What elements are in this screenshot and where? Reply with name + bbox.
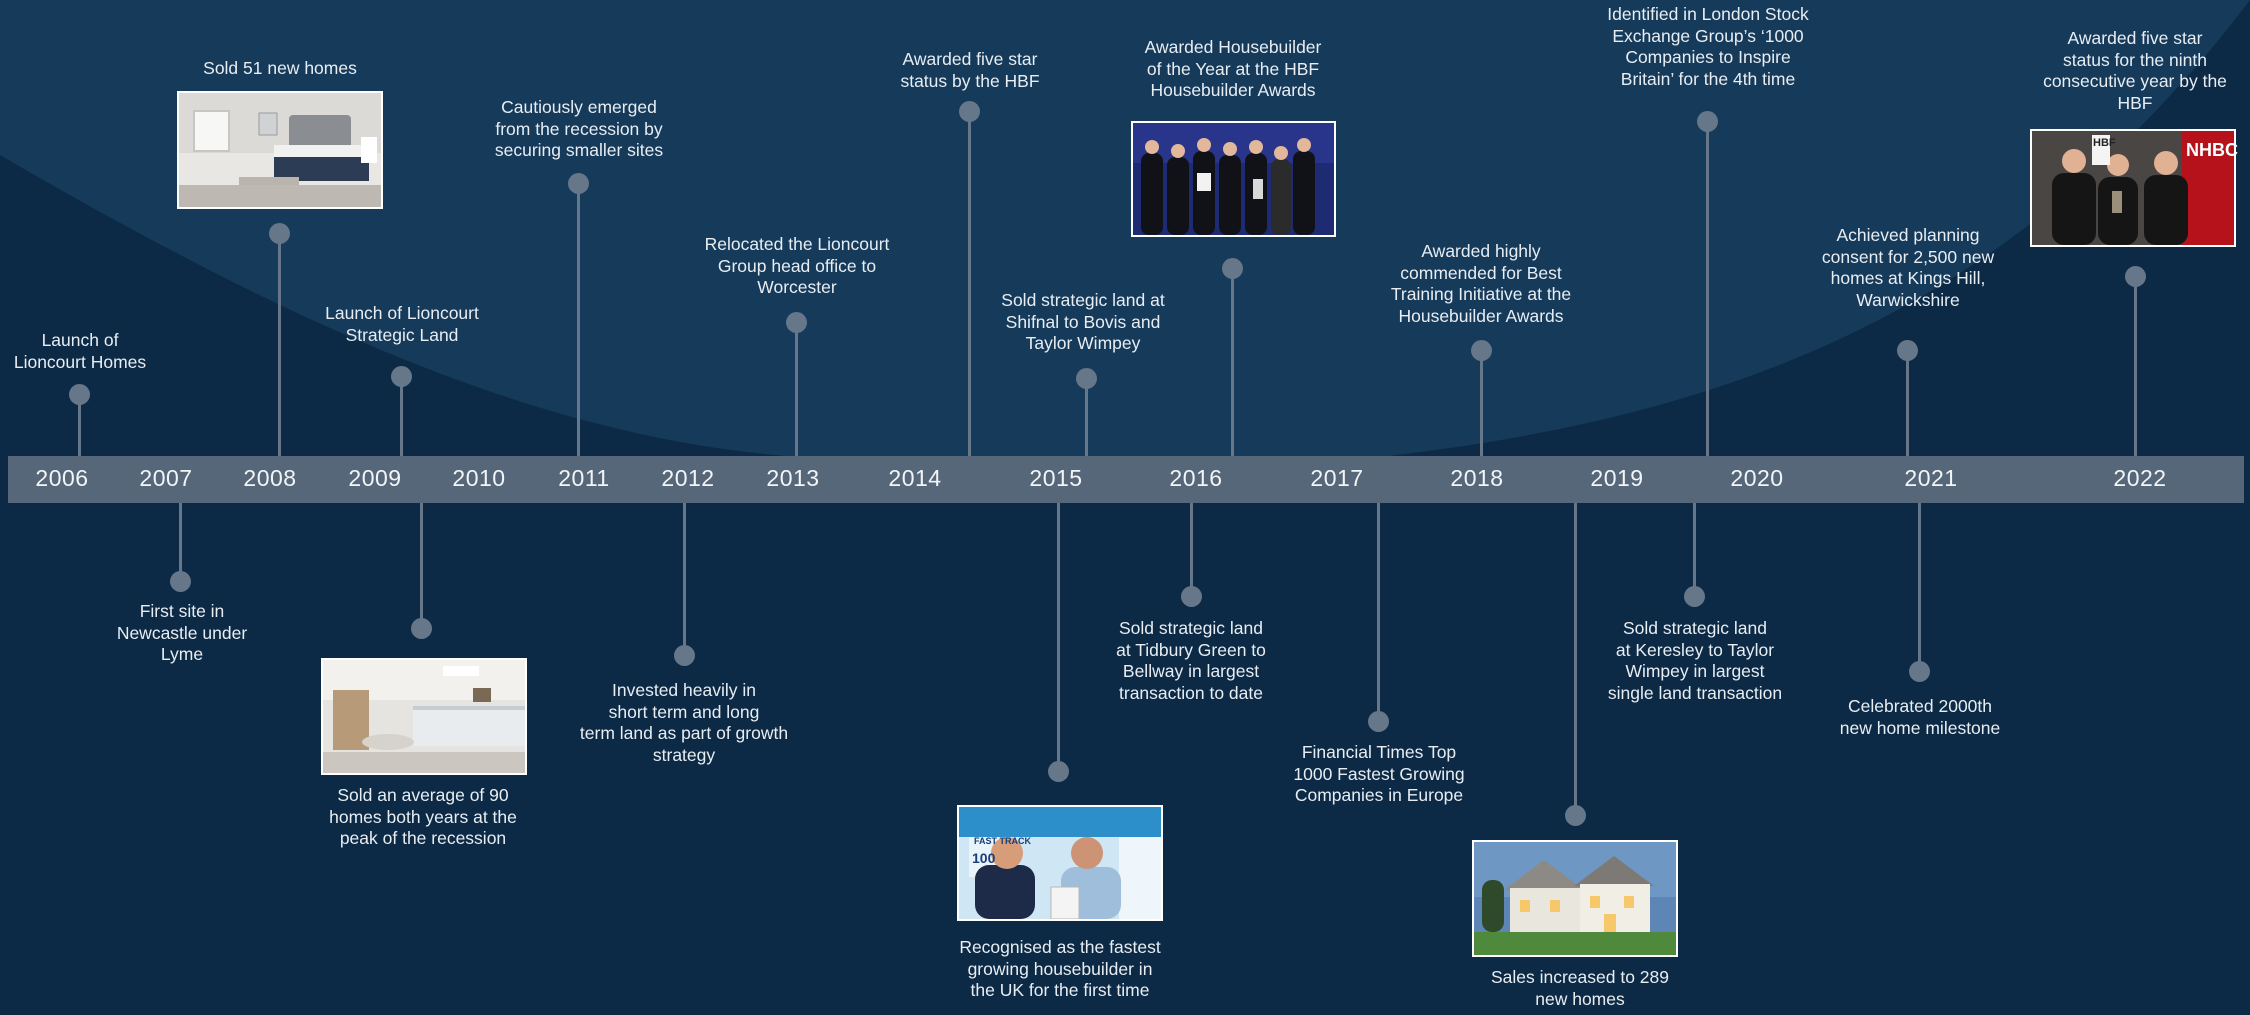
event-stem [683, 503, 686, 655]
event-marker [1684, 586, 1705, 607]
event-label: Relocated the Lioncourt Group head offic… [704, 234, 890, 297]
event-label: Awarded highly commended for Best Traini… [1390, 241, 1572, 326]
event-stem [78, 394, 81, 456]
year-label-2006: 2006 [35, 465, 89, 491]
event-stem [968, 111, 971, 456]
year-label-2017: 2017 [1310, 465, 1364, 491]
year-label-2007: 2007 [139, 465, 193, 491]
kitchen-photo [321, 658, 527, 775]
event-marker [568, 173, 589, 194]
event-stem [1693, 503, 1696, 596]
fast-track-number: 100 [972, 850, 996, 866]
year-label-2018: 2018 [1450, 465, 1504, 491]
event-marker [1181, 586, 1202, 607]
year-label-2016: 2016 [1169, 465, 1223, 491]
nhbc-award-photo [2030, 129, 2236, 247]
event-label: Sold 51 new homes [203, 58, 357, 78]
event-label: Cautiously emerged from the recession by… [494, 97, 664, 160]
event-marker [391, 366, 412, 387]
event-marker [411, 618, 432, 639]
event-stem [1057, 503, 1060, 771]
event-stem [1906, 350, 1909, 456]
event-marker [786, 312, 807, 333]
event-stem [1231, 268, 1234, 456]
event-marker [1076, 368, 1097, 389]
event-stem [400, 376, 403, 456]
growth-award-photo [957, 805, 1163, 921]
event-marker [674, 645, 695, 666]
event-label: Awarded five star status for the ninth c… [2043, 28, 2227, 113]
event-label: Launch of Lioncourt Homes [13, 330, 147, 372]
event-marker [170, 571, 191, 592]
nhbc-logo-text: NHBC [2186, 140, 2238, 160]
event-stem [1706, 121, 1709, 456]
event-marker [1697, 111, 1718, 132]
year-label-2012: 2012 [661, 465, 715, 491]
year-label-2021: 2021 [1904, 465, 1958, 491]
event-marker [69, 384, 90, 405]
event-label: Invested heavily in short term and long … [579, 680, 789, 765]
event-label: Awarded five star status by the HBF [900, 49, 1040, 91]
event-marker [1368, 711, 1389, 732]
event-marker [1565, 805, 1586, 826]
event-marker [1222, 258, 1243, 279]
new-home-photo [1472, 840, 1678, 957]
event-label: Launch of Lioncourt Strategic Land [325, 303, 479, 345]
fast-track-logo-text: FAST TRACK [974, 836, 1031, 846]
year-label-2019: 2019 [1590, 465, 1644, 491]
event-stem [278, 233, 281, 456]
event-label: First site in Newcastle under Lyme [116, 601, 248, 664]
hbf-logo-text: HBF [2093, 137, 2116, 149]
event-stem [577, 183, 580, 456]
event-label: Sold an average of 90 homes both years a… [329, 785, 517, 848]
event-label: Achieved planning consent for 2,500 new … [1821, 225, 1995, 310]
year-label-2009: 2009 [348, 465, 402, 491]
event-marker [959, 101, 980, 122]
year-label-2014: 2014 [888, 465, 942, 491]
year-label-2015: 2015 [1029, 465, 1083, 491]
event-stem [1190, 503, 1193, 596]
event-marker [269, 223, 290, 244]
bedroom-photo [177, 91, 383, 209]
event-marker [1909, 661, 1930, 682]
event-stem [420, 503, 423, 628]
event-stem [1085, 378, 1088, 456]
year-label-2010: 2010 [452, 465, 506, 491]
year-label-2008: 2008 [243, 465, 297, 491]
event-label: Sales increased to 289 new homes [1490, 967, 1670, 1009]
event-label: Financial Times Top 1000 Fastest Growing… [1293, 742, 1465, 805]
event-label: Recognised as the fastest growing houseb… [959, 937, 1161, 1000]
year-label-2011: 2011 [558, 465, 610, 491]
event-marker [1048, 761, 1069, 782]
event-label: Identified in London Stock Exchange Grou… [1607, 4, 1809, 89]
year-label-2020: 2020 [1730, 465, 1784, 491]
event-stem [2134, 276, 2137, 456]
event-label: Celebrated 2000th new home milestone [1839, 696, 2001, 738]
event-marker [2125, 266, 2146, 287]
event-stem [179, 503, 182, 581]
event-stem [1574, 503, 1577, 815]
event-marker [1897, 340, 1918, 361]
event-stem [1918, 503, 1921, 671]
event-marker [1471, 340, 1492, 361]
event-label: Sold strategic land at Tidbury Green to … [1116, 618, 1266, 703]
event-stem [795, 322, 798, 456]
timeline-band [8, 456, 2244, 503]
year-label-2022: 2022 [2113, 465, 2167, 491]
award-group-photo [1131, 121, 1336, 237]
event-label: Sold strategic land at Keresley to Taylo… [1607, 618, 1783, 703]
event-stem [1377, 503, 1380, 721]
event-label: Sold strategic land at Shifnal to Bovis … [1001, 290, 1165, 353]
event-stem [1480, 350, 1483, 456]
year-label-2013: 2013 [766, 465, 820, 491]
event-label: Awarded Housebuilder of the Year at the … [1144, 37, 1322, 100]
